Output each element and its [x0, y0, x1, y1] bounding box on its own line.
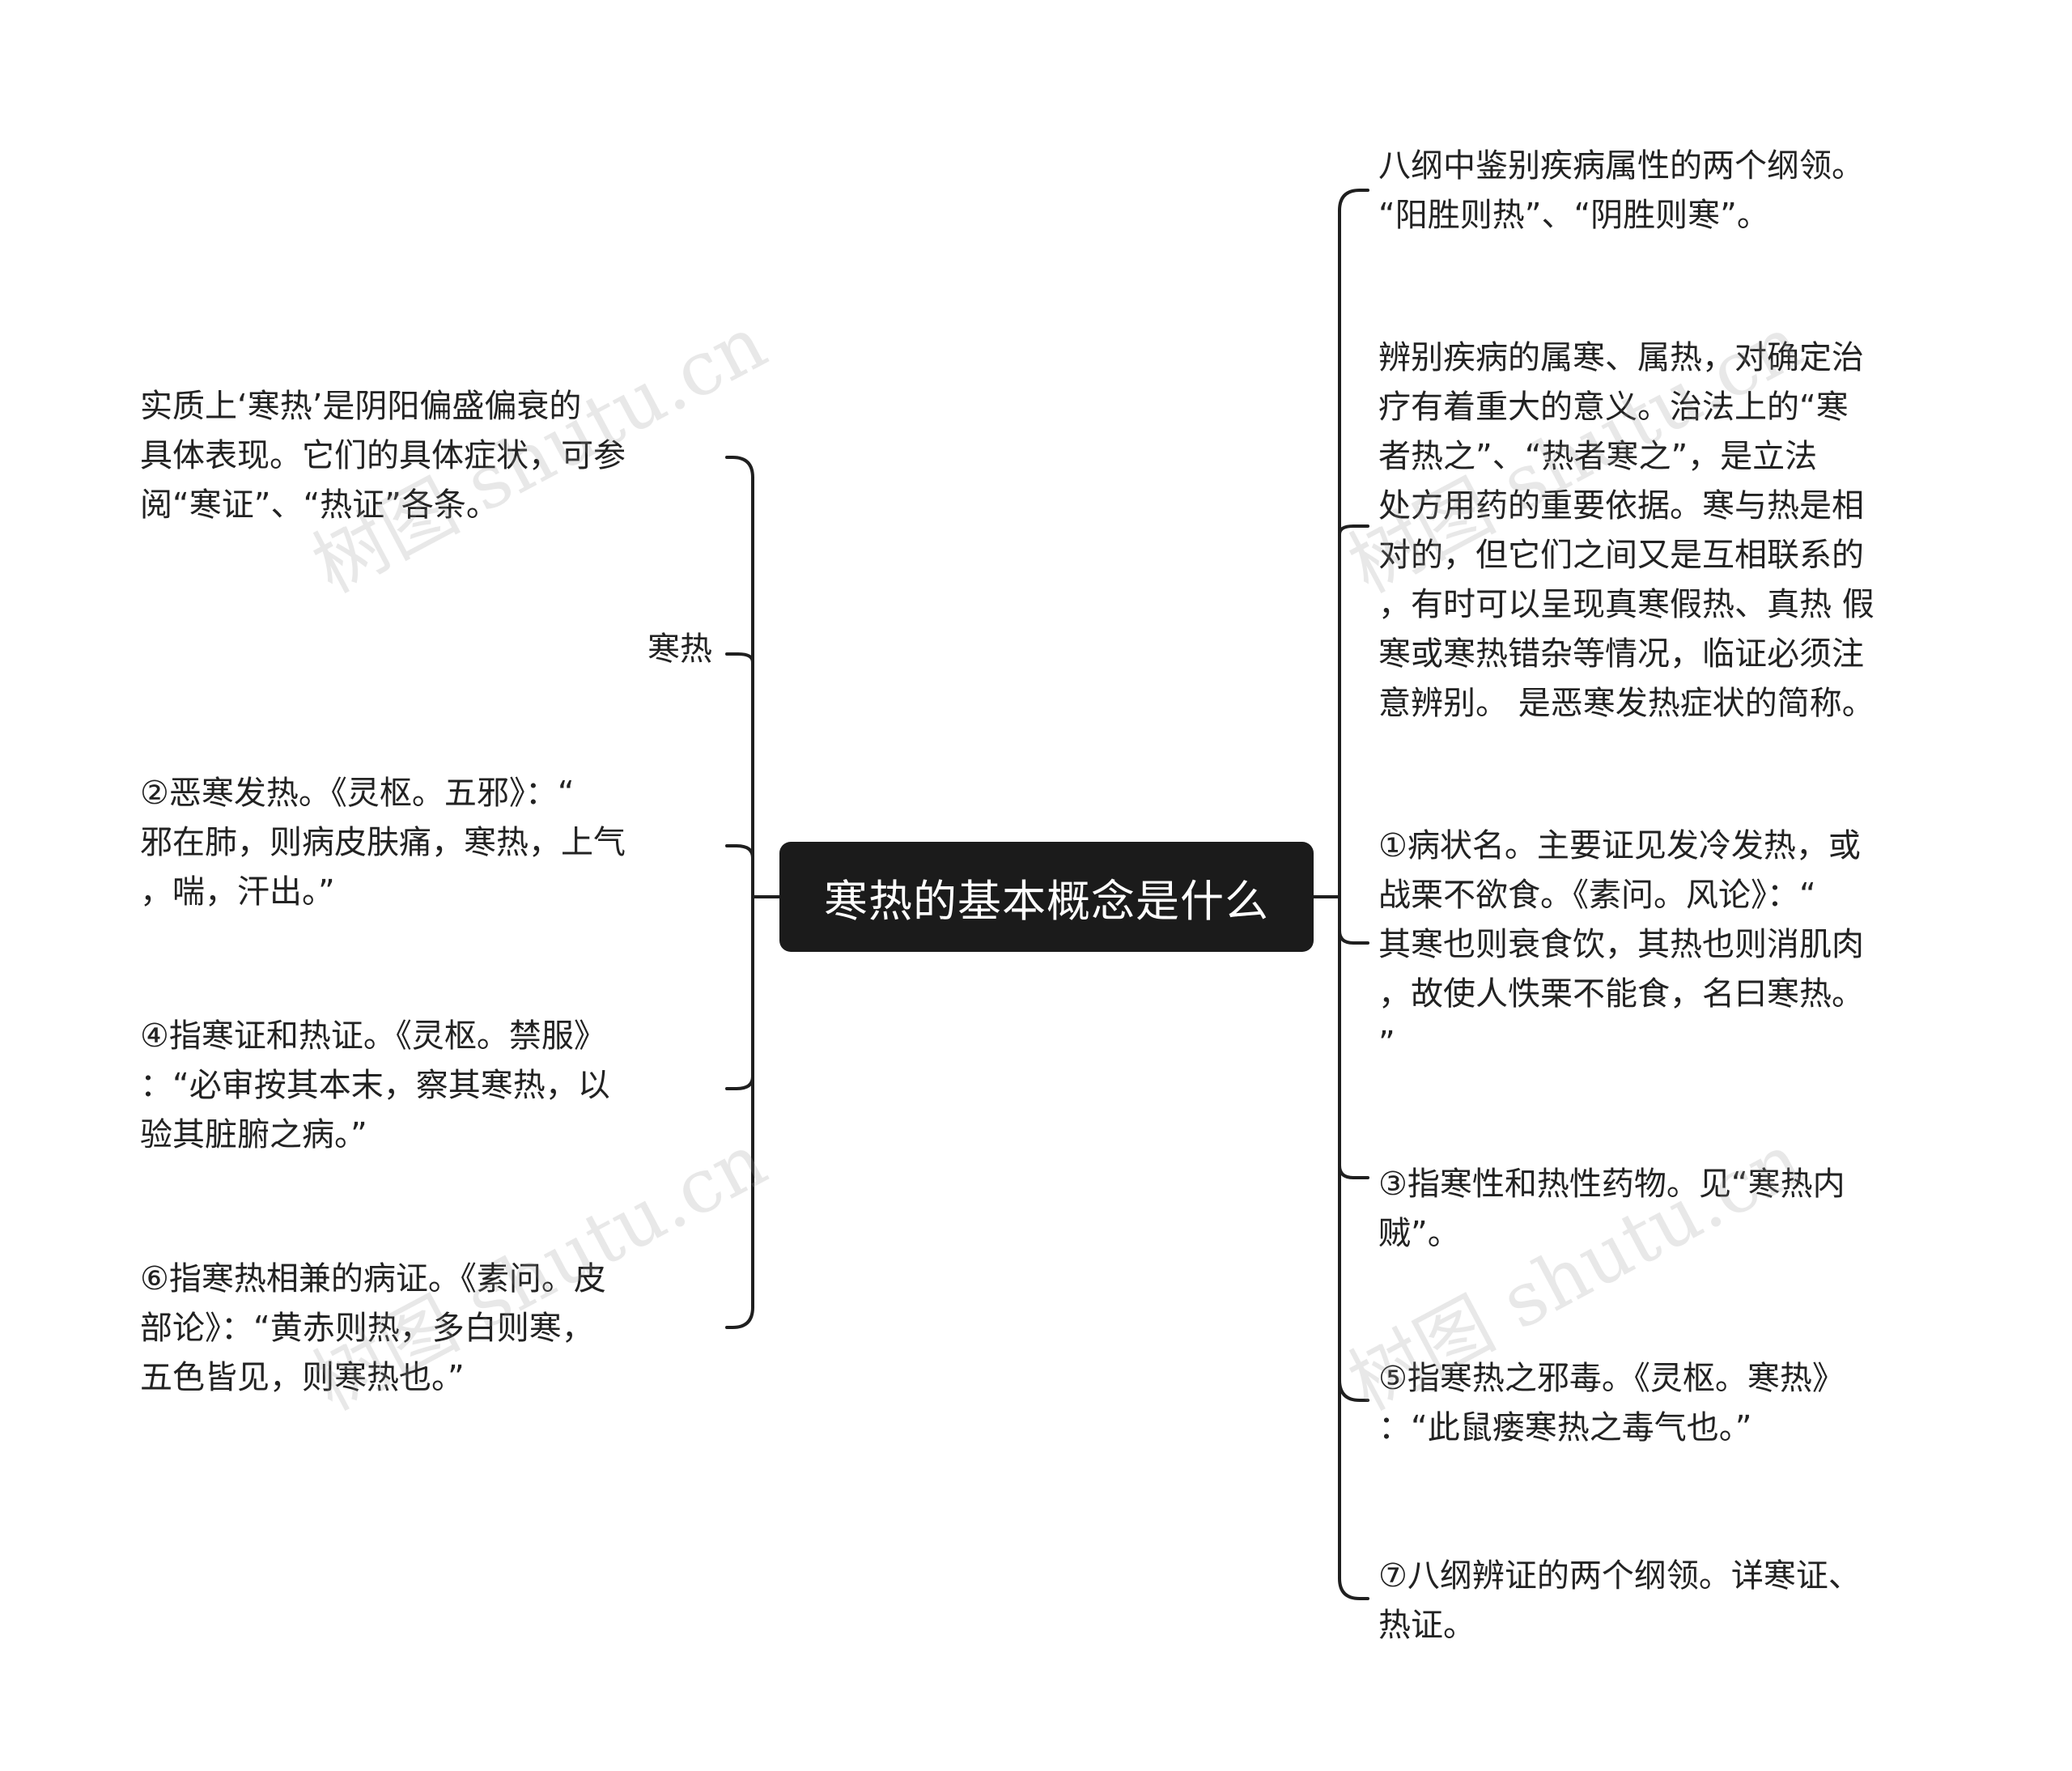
left-node-2[interactable]: 寒热 [615, 625, 712, 674]
left-node-2-line-1: 寒热 [648, 631, 712, 668]
right-node-5-line-2: ：“此鼠瘘寒热之毒气也。” [1378, 1409, 1752, 1446]
right-node-2-line-2: 疗有着重大的意义。治法上的“寒 [1378, 389, 1849, 426]
right-node-2-line-3: 者热之”、“热者寒之”，是立法 [1378, 438, 1818, 475]
right-node-3[interactable]: ①病状名。主要证见发冷发热，或 战栗不欲食。《素问。风论》：“ 其寒也则衰食饮，… [1378, 822, 1864, 1068]
right-node-3-line-5: ” [1378, 1025, 1395, 1062]
left-node-3-line-1: ②恶寒发热。《灵枢。五邪》：“ [140, 775, 575, 812]
right-node-2-line-1: 辨别疾病的属寒、属热，对确定治 [1378, 339, 1864, 376]
left-node-3-line-2: 邪在肺，则病皮肤痛，寒热，上气 [140, 824, 626, 861]
right-node-2-line-4: 处方用药的重要依据。寒与热是相 [1378, 487, 1864, 525]
left-branch-l1 [725, 456, 754, 479]
left-node-3[interactable]: ②恶寒发热。《灵枢。五邪》：“ 邪在肺，则病皮肤痛，寒热，上气 ，喘，汗出。” [140, 769, 626, 917]
left-node-1[interactable]: 实质上‘寒热’是阴阳偏盛偏衰的 具体表现。它们的具体症状，可参 阅“寒证”、“热… [140, 382, 626, 530]
left-node-5-line-2: 部论》：“黄赤则热，多白则寒， [140, 1310, 594, 1347]
right-node-1-line-2: “阳胜则热”、“阴胜则寒”。 [1378, 197, 1769, 234]
right-node-1[interactable]: 八纲中鉴别疾病属性的两个纲领。 “阳胜则热”、“阴胜则寒”。 [1378, 142, 1864, 240]
left-node-5-line-1: ⑥指寒热相兼的病证。《素问。皮 [140, 1260, 606, 1297]
right-node-4-line-1: ③指寒性和热性药物。见“寒热内 [1378, 1166, 1845, 1203]
right-node-2[interactable]: 辨别疾病的属寒、属热，对确定治 疗有着重大的意义。治法上的“寒 者热之”、“热者… [1378, 333, 1875, 728]
right-node-3-line-3: 其寒也则衰食饮，其热也则消肌肉 [1378, 926, 1864, 963]
right-node-6[interactable]: ⑦八纲辨证的两个纲领。详寒证、 热证。 [1378, 1552, 1861, 1650]
left-node-4-line-1: ④指寒证和热证。《灵枢。禁服》 [140, 1017, 606, 1055]
right-node-3-line-4: ，故使人怢栗不能食，名曰寒热。 [1378, 975, 1864, 1013]
right-node-4-line-2: 贼”。 [1378, 1215, 1460, 1252]
right-branch-r1 [1338, 189, 1369, 212]
left-node-5-line-3: 五色皆见，则寒热也。” [140, 1359, 465, 1396]
right-node-4[interactable]: ③指寒性和热性药物。见“寒热内 贼”。 [1378, 1160, 1845, 1259]
right-node-1-line-1: 八纲中鉴别疾病属性的两个纲领。 [1378, 147, 1864, 185]
left-node-4-line-2: ：“必审按其本末，察其寒热，以 [140, 1067, 610, 1104]
right-node-5-line-1: ⑤指寒热之邪毒。《灵枢。寒热》 [1378, 1360, 1845, 1397]
left-node-4-line-3: 验其脏腑之病。” [140, 1116, 367, 1153]
right-branch-r5 [1338, 1378, 1369, 1402]
right-branch-r2 [1338, 525, 1369, 536]
left-node-4[interactable]: ④指寒证和热证。《灵枢。禁服》 ：“必审按其本末，察其寒热，以 验其脏腑之病。” [140, 1012, 610, 1160]
left-node-5[interactable]: ⑥指寒热相兼的病证。《素问。皮 部论》：“黄赤则热，多白则寒， 五色皆见，则寒热… [140, 1255, 606, 1403]
right-node-2-line-7: 寒或寒热错杂等情况，临证必须注 [1378, 635, 1864, 673]
right-branch-r4 [1338, 1164, 1369, 1179]
left-node-1-line-2: 具体表现。它们的具体症状，可参 [140, 437, 626, 474]
right-branch-r3 [1338, 929, 1369, 945]
right-node-2-line-8: 意辨别。 是恶寒发热症状的简称。 [1378, 685, 1875, 722]
left-branch-l4 [725, 1075, 754, 1090]
left-branch-l2 [725, 652, 754, 664]
center-topic[interactable]: 寒热的基本概念是什么 [779, 842, 1314, 952]
right-branch-r6 [1338, 1577, 1369, 1600]
left-node-3-line-3: ，喘，汗出。” [140, 873, 335, 911]
right-node-2-line-5: 对的，但它们之间又是互相联系的 [1378, 537, 1864, 574]
right-node-5[interactable]: ⑤指寒热之邪毒。《灵枢。寒热》 ：“此鼠瘘寒热之毒气也。” [1378, 1354, 1845, 1453]
left-branch-l3 [725, 844, 754, 860]
right-node-2-line-6: ，有时可以呈现真寒假热、真热 假 [1378, 586, 1875, 623]
right-node-6-line-2: 热证。 [1378, 1607, 1475, 1644]
left-branch-l5 [725, 1306, 754, 1329]
left-node-1-line-1: 实质上‘寒热’是阴阳偏盛偏衰的 [140, 388, 582, 425]
right-node-6-line-1: ⑦八纲辨证的两个纲领。详寒证、 [1378, 1557, 1861, 1595]
left-node-1-line-3: 阅“寒证”、“热证”各条。 [140, 486, 499, 524]
right-node-3-line-1: ①病状名。主要证见发冷发热，或 [1378, 827, 1861, 864]
center-topic-title: 寒热的基本概念是什么 [824, 875, 1269, 927]
right-node-3-line-2: 战栗不欲食。《素问。风论》：“ [1378, 877, 1816, 914]
